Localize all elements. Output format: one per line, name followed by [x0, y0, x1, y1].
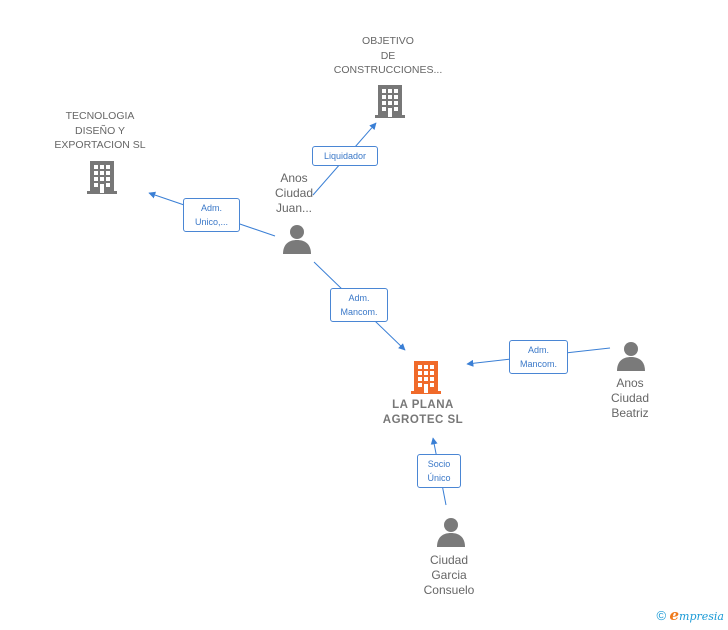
- copyright-symbol: ©: [656, 608, 667, 623]
- node-label-anos-juan[interactable]: Anos Ciudad Juan...: [274, 171, 314, 215]
- node-label-objetivo[interactable]: OBJETIVO DE CONSTRUCCIONES...: [333, 35, 443, 76]
- edge-label-adm-mancom-juan[interactable]: Adm. Mancom.: [330, 288, 388, 322]
- edge-label-adm-unico[interactable]: Adm. Unico,...: [183, 198, 240, 232]
- brand-watermark: © empresia: [657, 606, 724, 624]
- person-icon[interactable]: [282, 224, 312, 254]
- building-icon[interactable]: [374, 84, 406, 118]
- node-label-tecnologia[interactable]: TECNOLOGIA DISEÑO Y EXPORTACION SL: [54, 110, 146, 151]
- person-icon[interactable]: [616, 341, 646, 371]
- person-icon[interactable]: [436, 517, 466, 547]
- edge-label-socio-unico[interactable]: Socio Único: [417, 454, 461, 488]
- building-icon[interactable]: [86, 160, 118, 194]
- edge-label-liquidador[interactable]: Liquidador: [312, 146, 378, 166]
- edge-label-adm-mancom-beatriz[interactable]: Adm. Mancom.: [509, 340, 568, 374]
- node-label-anos-beatriz[interactable]: Anos Ciudad Beatriz: [610, 376, 650, 420]
- building-icon[interactable]: [410, 360, 442, 394]
- brand-logo-text: mpresia: [679, 610, 724, 623]
- node-label-la-plana[interactable]: LA PLANA AGROTEC SL: [382, 399, 464, 426]
- node-label-ciudad-consuelo[interactable]: Ciudad Garcia Consuelo: [423, 553, 475, 597]
- brand-logo-e: e: [669, 606, 680, 624]
